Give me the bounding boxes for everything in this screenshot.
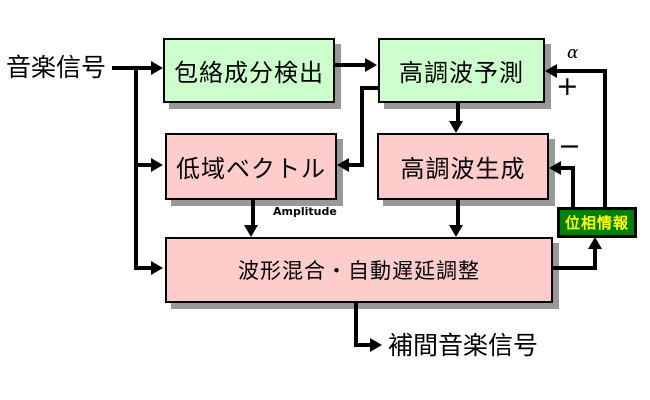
input-signal-label: 音楽信号 xyxy=(6,53,107,82)
lowvector-to-mixing-line xyxy=(251,200,255,227)
plus-sign-label: + xyxy=(556,71,579,102)
phase-to-prediction-line-horizontal xyxy=(555,69,607,73)
envelope-to-prediction-arrowhead-icon xyxy=(365,58,377,72)
envelope-detection-box: 包絡成分検出 xyxy=(163,38,335,103)
phase-to-prediction-line-vertical xyxy=(603,69,607,209)
phase-to-generation-arrowhead-icon xyxy=(549,161,561,175)
minus-sign-label: − xyxy=(558,131,581,162)
rail-to-mixing-line xyxy=(134,266,152,270)
waveform-mixing-box: 波形混合・自動遅延調整 xyxy=(165,237,553,303)
prediction-to-lowvector-line-vertical xyxy=(360,86,364,167)
lowvector-to-mixing-arrowhead-icon xyxy=(244,225,258,237)
mixing-to-phase-line-vertical xyxy=(593,249,597,270)
rail-to-lowvector-arrowhead-icon xyxy=(151,158,163,172)
phase-to-prediction-arrowhead-icon xyxy=(545,64,557,78)
input-line xyxy=(112,66,154,70)
harmonic-generation-box: 高調波生成 xyxy=(377,133,549,200)
output-line-vertical xyxy=(354,303,358,347)
mixing-to-phase-line-horizontal xyxy=(553,266,597,270)
generation-to-mixing-line xyxy=(456,200,460,227)
prediction-to-generation-line xyxy=(456,103,460,123)
prediction-to-lowvector-arrowhead-icon xyxy=(337,158,349,172)
mixing-to-phase-arrowhead-icon xyxy=(588,237,602,249)
rail-to-lowvector-line xyxy=(134,163,152,167)
prediction-to-lowvector-line-top xyxy=(360,86,380,90)
low-band-vector-box: 低域ベクトル xyxy=(165,133,337,200)
generation-to-mixing-arrowhead-icon xyxy=(449,225,463,237)
prediction-to-lowvector-line-bottom xyxy=(348,163,364,167)
alpha-label: α xyxy=(567,43,579,63)
output-signal-label: 補間音楽信号 xyxy=(388,331,539,360)
rail-to-mixing-arrowhead-icon xyxy=(151,261,163,275)
input-arrowhead-icon xyxy=(151,61,163,75)
harmonic-prediction-box: 高調波予測 xyxy=(378,38,545,103)
input-rail-line xyxy=(134,66,138,270)
prediction-to-generation-arrowhead-icon xyxy=(449,121,463,133)
envelope-to-prediction-line xyxy=(335,63,367,67)
amplitude-label: Amplitude xyxy=(273,205,337,218)
phase-info-box: 位相情報 xyxy=(557,207,637,238)
phase-to-generation-line-vertical xyxy=(571,166,575,209)
output-line-horizontal xyxy=(354,343,372,347)
output-arrowhead-icon xyxy=(370,338,382,352)
phase-to-generation-line-horizontal xyxy=(559,166,575,170)
